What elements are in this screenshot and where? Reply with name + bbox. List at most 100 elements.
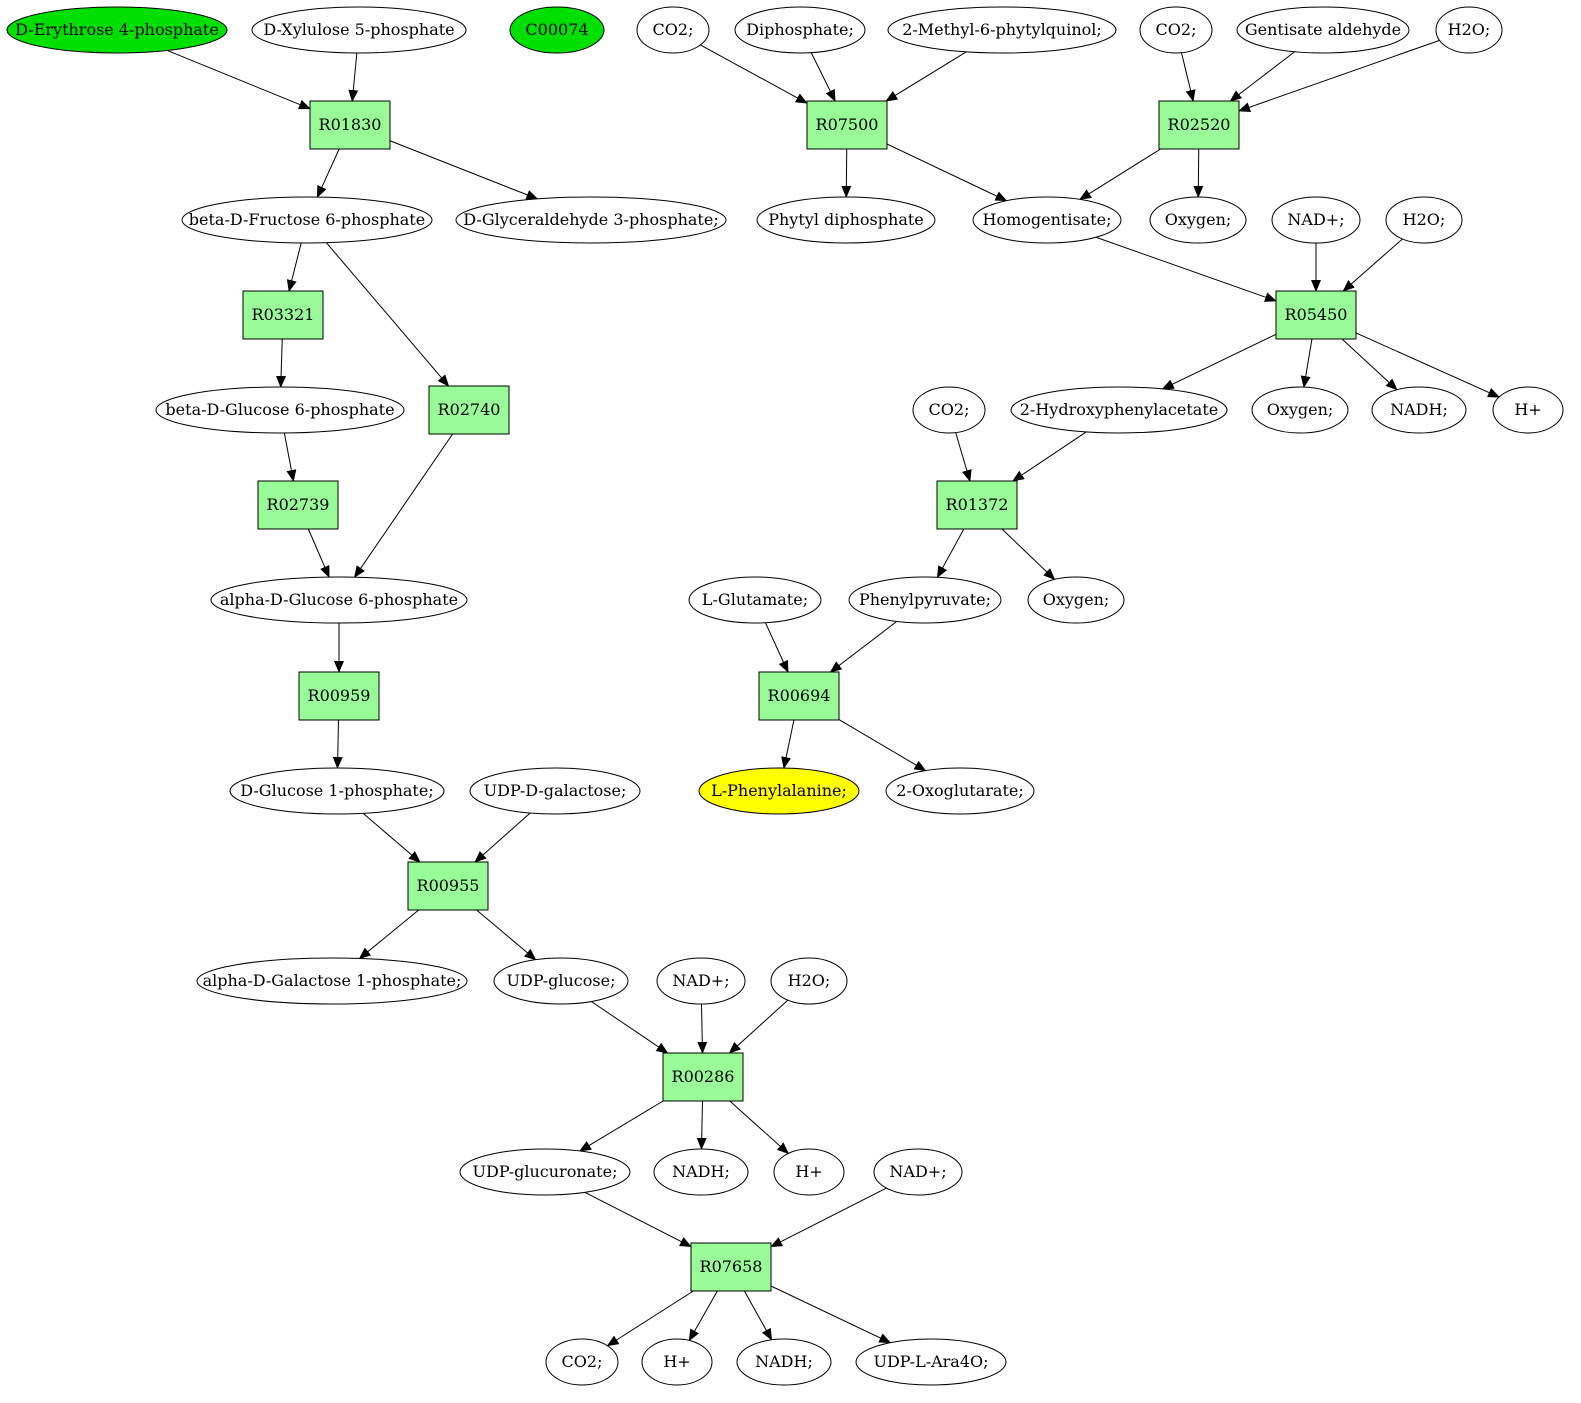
compound-node-nadplus_b[interactable]: NAD+; xyxy=(656,957,746,1005)
node-label: alpha-D-Glucose 6-phosphate xyxy=(220,590,458,609)
compound-node-phenylpyruvate[interactable]: Phenylpyruvate; xyxy=(848,576,1002,624)
compound-node-phytyldiphosphate[interactable]: Phytyl diphosphate xyxy=(756,196,936,244)
compound-ellipse xyxy=(181,196,433,244)
edge-co2_b-to-r02520 xyxy=(1181,52,1196,102)
compound-node-nadh_a[interactable]: NADH; xyxy=(1371,386,1467,434)
node-label: Diphosphate; xyxy=(746,20,854,39)
compound-node-fructose6p[interactable]: beta-D-Fructose 6-phosphate xyxy=(181,196,433,244)
compound-ellipse xyxy=(641,1338,713,1386)
edge-r07500-to-phytyldiphosphate xyxy=(841,148,852,199)
compound-node-udpglucuronate[interactable]: UDP-glucuronate; xyxy=(459,1148,631,1196)
reaction-node-r07500[interactable]: R07500 xyxy=(806,100,888,150)
compound-ellipse xyxy=(1385,196,1463,244)
node-label: Oxygen; xyxy=(1165,210,1232,229)
compound-node-nadplus_c[interactable]: NAD+; xyxy=(873,1148,963,1196)
compound-ellipse xyxy=(251,6,467,54)
reaction-node-r01830[interactable]: R01830 xyxy=(309,100,391,150)
edge-udpglucose-to-r00286 xyxy=(591,1001,669,1054)
compound-node-co2_b[interactable]: CO2; xyxy=(1139,6,1213,54)
reaction-node-r05450[interactable]: R05450 xyxy=(1275,290,1357,340)
compound-node-co2_d[interactable]: CO2; xyxy=(545,1338,619,1386)
compound-node-c00074[interactable]: C00074 xyxy=(509,6,605,54)
compound-node-phenylalanine[interactable]: L-Phenylalanine; xyxy=(698,767,860,815)
edge-hydroxyphenylacetate-to-r01372 xyxy=(1012,431,1087,482)
reaction-box xyxy=(257,480,339,530)
edge-nadplus_b-to-r00286 xyxy=(697,1003,708,1054)
compound-ellipse xyxy=(469,767,641,815)
edge-r01830-to-fructose6p xyxy=(316,148,340,198)
compound-node-h2o_b[interactable]: H2O; xyxy=(1385,196,1463,244)
compound-node-nadh_b[interactable]: NADH; xyxy=(653,1148,749,1196)
compound-node-h2o_a[interactable]: H2O; xyxy=(1435,6,1503,54)
compound-ellipse xyxy=(773,1148,845,1196)
node-label: R05450 xyxy=(1285,305,1348,324)
node-label: H+ xyxy=(1514,400,1541,419)
reaction-box xyxy=(690,1242,772,1292)
node-label: NAD+; xyxy=(672,971,729,990)
compound-node-diphosphate[interactable]: Diphosphate; xyxy=(734,6,866,54)
node-label: R00694 xyxy=(768,686,831,705)
compound-node-glucose1p[interactable]: D-Glucose 1-phosphate; xyxy=(229,767,445,815)
compound-node-bglucose6p[interactable]: beta-D-Glucose 6-phosphate xyxy=(155,386,405,434)
reaction-node-r02740[interactable]: R02740 xyxy=(428,385,510,435)
reaction-node-r02739[interactable]: R02739 xyxy=(257,480,339,530)
edge-r05450-to-nadh_a xyxy=(1341,338,1398,391)
compound-node-hydroxyphenylacetate[interactable]: 2-Hydroxyphenylacetate xyxy=(1010,386,1228,434)
edge-r02520-to-oxygen_a xyxy=(1193,148,1204,199)
compound-node-hplus_c[interactable]: H+ xyxy=(641,1338,713,1386)
reaction-node-r00286[interactable]: R00286 xyxy=(662,1052,744,1102)
compound-node-co2_c[interactable]: CO2; xyxy=(912,386,986,434)
compound-node-glyceraldehyde3p[interactable]: D-Glyceraldehyde 3-phosphate; xyxy=(455,196,727,244)
node-label: 2-Oxoglutarate; xyxy=(896,781,1023,800)
compound-node-xylulose5p[interactable]: D-Xylulose 5-phosphate xyxy=(251,6,467,54)
reaction-node-r00959[interactable]: R00959 xyxy=(298,671,380,721)
compound-node-udpgalactose[interactable]: UDP-D-galactose; xyxy=(469,767,641,815)
reaction-box xyxy=(242,290,324,340)
reaction-box xyxy=(428,385,510,435)
reaction-node-r00955[interactable]: R00955 xyxy=(407,861,489,911)
reaction-node-r03321[interactable]: R03321 xyxy=(242,290,324,340)
compound-node-oxygen_a[interactable]: Oxygen; xyxy=(1149,196,1247,244)
edge-h2o_a-to-r02520 xyxy=(1238,39,1440,112)
compound-node-homogentisate[interactable]: Homogentisate; xyxy=(972,196,1122,244)
compound-node-co2_a[interactable]: CO2; xyxy=(636,6,710,54)
node-label: H2O; xyxy=(788,971,831,990)
node-label: L-Glutamate; xyxy=(702,590,808,609)
edge-udpglucuronate-to-r07658 xyxy=(584,1191,692,1248)
reaction-node-r02520[interactable]: R02520 xyxy=(1158,100,1240,150)
node-label: L-Phenylalanine; xyxy=(711,781,847,800)
compound-node-oxoglutarate[interactable]: 2-Oxoglutarate; xyxy=(885,767,1035,815)
node-label: H+ xyxy=(795,1162,822,1181)
compound-node-oxygen_b[interactable]: Oxygen; xyxy=(1251,386,1349,434)
edge-fructose6p-to-r02740 xyxy=(325,242,450,387)
compound-node-methylphytylquinol[interactable]: 2-Methyl-6-phytylquinol; xyxy=(887,6,1117,54)
compound-ellipse xyxy=(912,386,986,434)
edge-glucose1p-to-r00955 xyxy=(362,812,421,863)
node-label: D-Glyceraldehyde 3-phosphate; xyxy=(463,210,718,229)
compound-node-hplus_b[interactable]: H+ xyxy=(773,1148,845,1196)
reaction-node-r07658[interactable]: R07658 xyxy=(690,1242,772,1292)
compound-node-nadplus_a[interactable]: NAD+; xyxy=(1271,196,1361,244)
compound-node-oxygen_c[interactable]: Oxygen; xyxy=(1027,576,1125,624)
edge-r00286-to-nadh_b xyxy=(696,1100,707,1151)
compound-node-nadh_c[interactable]: NADH; xyxy=(736,1338,832,1386)
compound-ellipse xyxy=(1435,6,1503,54)
node-label: Homogentisate; xyxy=(983,210,1112,229)
compound-node-udpglucose[interactable]: UDP-glucose; xyxy=(493,957,629,1005)
node-label: NADH; xyxy=(672,1162,730,1181)
compound-node-erythrose4p[interactable]: D-Erythrose 4-phosphate xyxy=(6,6,228,54)
compound-node-gentisatealdehyde[interactable]: Gentisate aldehyde xyxy=(1236,6,1410,54)
reaction-node-r00694[interactable]: R00694 xyxy=(758,671,840,721)
compound-node-glutamate[interactable]: L-Glutamate; xyxy=(688,576,822,624)
compound-node-aglucose6p[interactable]: alpha-D-Glucose 6-phosphate xyxy=(210,576,468,624)
reaction-node-r01372[interactable]: R01372 xyxy=(936,480,1018,530)
compound-ellipse xyxy=(756,196,936,244)
compound-node-galactose1p[interactable]: alpha-D-Galactose 1-phosphate; xyxy=(196,957,468,1005)
compound-ellipse xyxy=(873,1148,963,1196)
compound-ellipse xyxy=(493,957,629,1005)
compound-node-h2o_c[interactable]: H2O; xyxy=(770,957,848,1005)
compound-ellipse xyxy=(1236,6,1410,54)
compound-node-udparabinose[interactable]: UDP-L-Ara4O; xyxy=(855,1338,1007,1386)
reaction-box xyxy=(298,671,380,721)
compound-node-hplus_a[interactable]: H+ xyxy=(1492,386,1564,434)
